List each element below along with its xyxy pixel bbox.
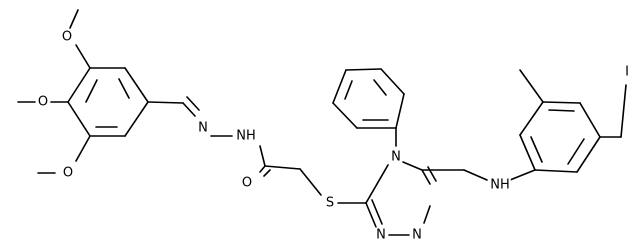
atom-label-background [61,165,75,181]
bond [259,165,266,173]
bond [519,101,544,136]
bond [579,102,601,138]
bond [380,68,405,95]
bond [67,67,91,103]
bond [534,169,578,173]
bond-inner [85,79,98,103]
atom-label-background [240,175,254,191]
atom-label: N [198,121,208,136]
atom-label: NH [236,129,256,144]
bond-inner [548,109,575,112]
atom-label-background [390,149,402,165]
atom-label-background [324,195,336,211]
bond [124,67,149,103]
bond [395,93,405,129]
atom-label: O [38,95,48,110]
bond [182,102,196,117]
bond [423,205,431,224]
bond [427,166,437,182]
bond [264,165,301,170]
bond [421,169,431,185]
bond [259,145,266,167]
bond [519,69,544,103]
bond [371,199,383,225]
atom-label-background [235,128,257,144]
atom-label-background [489,177,511,193]
bond [365,202,377,228]
atom-label-background [197,120,209,136]
bond [519,134,536,171]
bond [124,101,149,137]
bond [67,101,91,137]
bond [147,101,184,104]
bond [620,84,627,138]
atom-label: NH [490,178,510,193]
bond [75,135,91,162]
bond [332,102,358,129]
atom-label-background [624,64,630,80]
bond [365,164,389,204]
bond [263,169,271,177]
bond-inner [344,80,353,100]
bond-inner [567,138,585,165]
bond [75,44,91,69]
atom-label-background [36,94,50,110]
atom-label: I [625,65,629,80]
bond [345,68,382,71]
atom-label: N [391,150,401,165]
bond [299,168,322,196]
atom-label-background [60,29,74,45]
bond [332,69,347,104]
bond [463,169,488,181]
atom-label: N [412,228,422,243]
atom-label: S [326,196,334,211]
bond-inner [373,79,387,96]
atom-label: O [242,176,252,191]
bond-inner [118,78,130,99]
bond [69,9,79,29]
atom-label-background [411,227,423,243]
bond [576,136,601,173]
bond [402,161,423,171]
bond-inner [530,136,543,163]
bond [542,101,581,104]
bond-layer [17,9,627,236]
bond [509,169,536,181]
bond [186,96,200,111]
atom-label-layer: O O O N NH O S N N N NH I [36,29,630,243]
atom-label: N [376,228,386,243]
atom-label: O [62,30,72,45]
atom-label-background [375,227,387,243]
atom-label: O [63,166,73,181]
